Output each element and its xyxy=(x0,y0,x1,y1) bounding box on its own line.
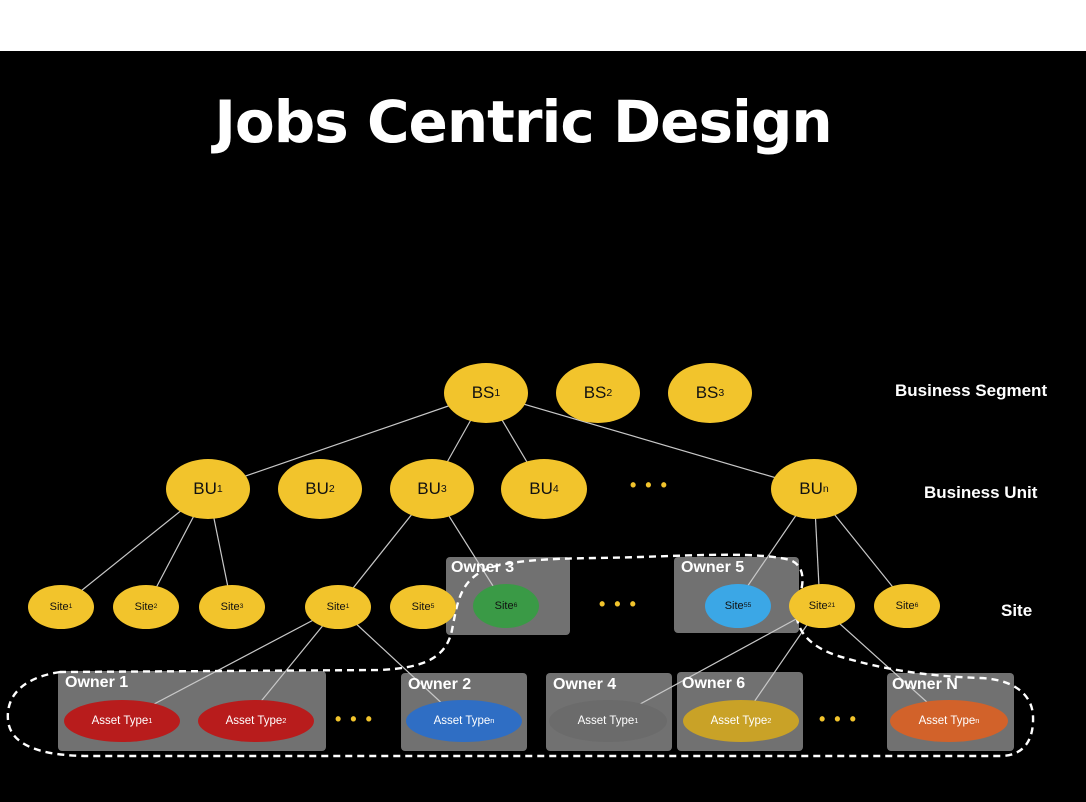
page-title: Jobs Centric Design xyxy=(214,88,832,156)
owner-label-n: Owner N xyxy=(892,676,958,693)
level-label-site: Site xyxy=(1001,601,1033,620)
level-label-segment: Business Segment xyxy=(895,381,1048,400)
owner-label-6: Owner 6 xyxy=(682,675,746,692)
owner-label-3: Owner 3 xyxy=(451,559,515,576)
asset-type-owner2-n[interactable]: Asset Type n xyxy=(406,700,522,742)
owner-label-1: Owner 1 xyxy=(65,674,129,691)
asset-ellipsis-left: • • • xyxy=(335,709,374,729)
asset-type-owner4-1[interactable]: Asset Type 1 xyxy=(549,700,667,742)
unit-ellipsis: • • • xyxy=(630,475,669,495)
asset-type-ownern-n[interactable]: Asset Type n xyxy=(890,700,1008,742)
asset-ellipsis-right: • • • xyxy=(819,709,858,729)
asset-type-owner6-2[interactable]: Asset Type 2 xyxy=(683,700,799,742)
asset-type-owner1-2[interactable]: Asset Type 2 xyxy=(198,700,314,742)
owner-label-5: Owner 5 xyxy=(681,559,745,576)
level-label-unit: Business Unit xyxy=(924,483,1038,502)
asset-type-owner1-1[interactable]: Asset Type 1 xyxy=(64,700,180,742)
owner-label-2: Owner 2 xyxy=(408,676,472,693)
site-ellipsis: • • • xyxy=(599,594,638,614)
owner-label-4: Owner 4 xyxy=(553,676,617,693)
